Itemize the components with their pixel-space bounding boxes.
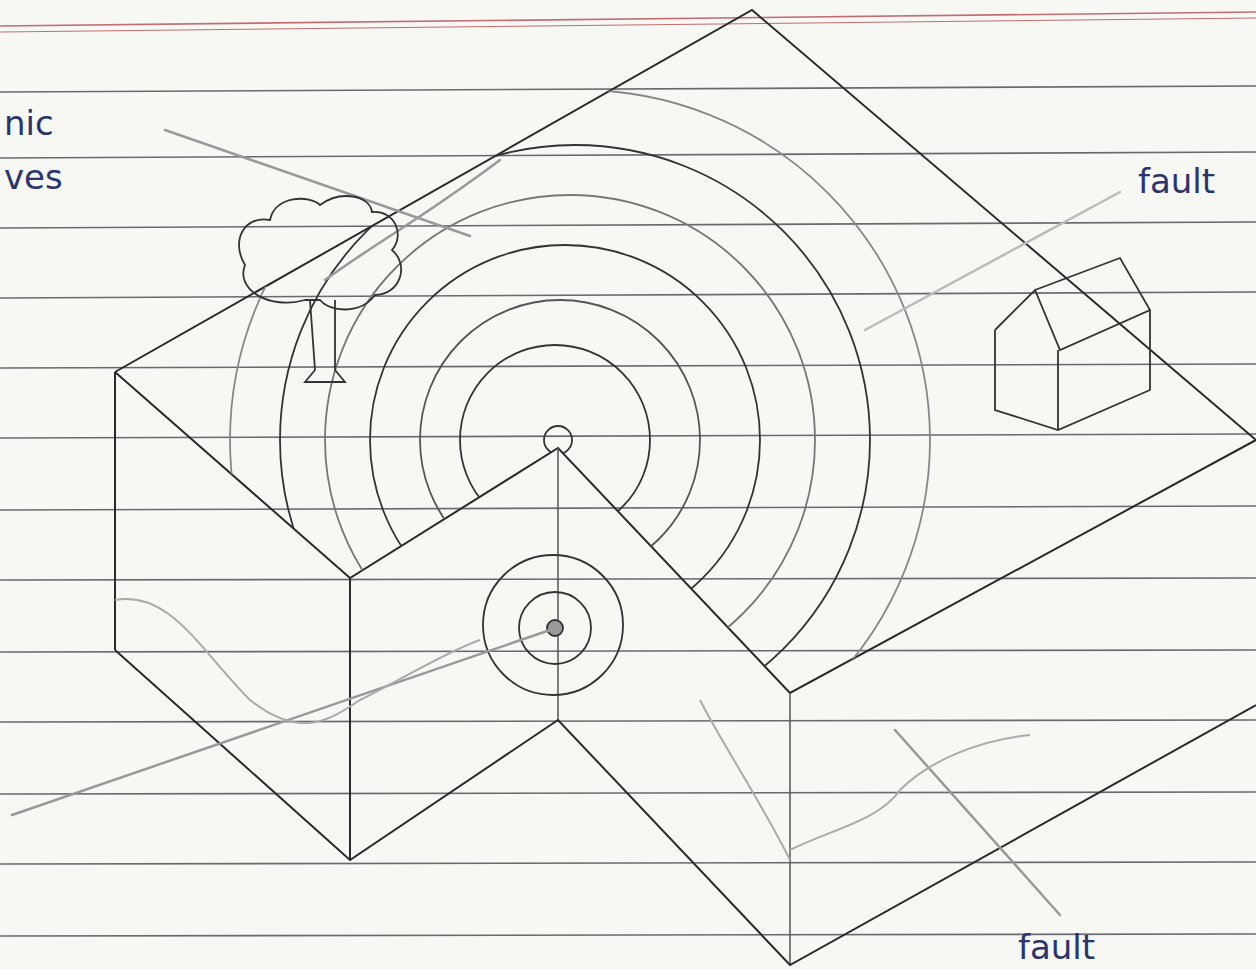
block-outline xyxy=(115,10,1256,965)
house xyxy=(995,258,1150,430)
handwritten-label: ves xyxy=(4,160,63,194)
handwritten-label: fault xyxy=(1018,930,1095,964)
seismic-waves xyxy=(230,90,930,790)
handwritten-label: fault xyxy=(1138,164,1215,198)
fault-lines xyxy=(12,130,1120,915)
handwritten-label: nic xyxy=(4,106,54,140)
notebook-lines xyxy=(0,12,1256,936)
rock-layers xyxy=(115,599,890,860)
focus-waves xyxy=(483,555,623,695)
rock-layer-right xyxy=(790,735,1030,850)
tree xyxy=(239,196,401,382)
